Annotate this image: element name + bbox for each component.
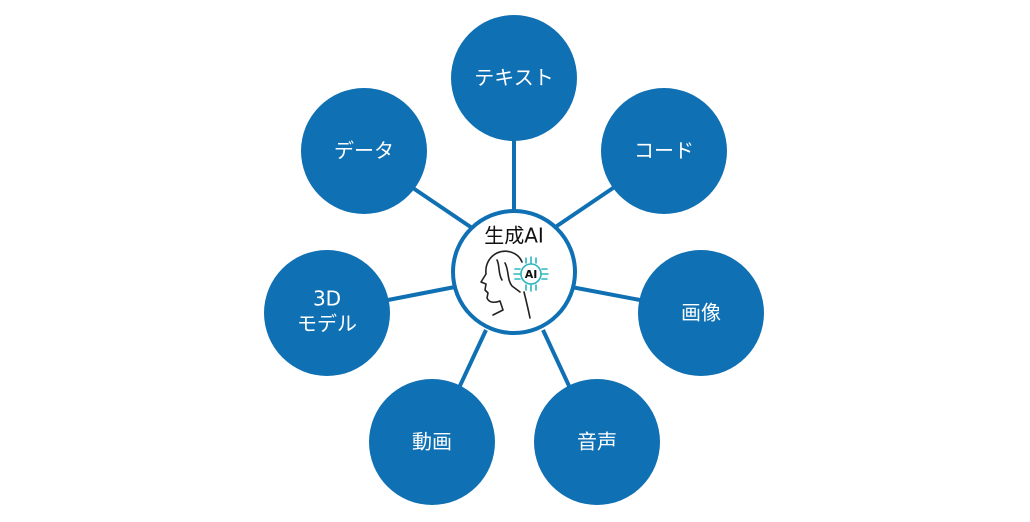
node-3dmodel-label-line1: 3D xyxy=(313,287,341,311)
node-3dmodel-label-line2: モデル xyxy=(297,312,357,336)
node-3dmodel-circle xyxy=(264,250,390,376)
center-node: 生成AI AI xyxy=(451,209,577,335)
head-inner-line xyxy=(504,262,521,293)
head-back-line xyxy=(523,291,531,319)
spokes xyxy=(387,140,641,391)
spoke-image xyxy=(565,284,641,302)
node-text-label: テキスト xyxy=(474,66,553,90)
node-code-label: コード xyxy=(634,139,694,163)
spoke-audio xyxy=(541,329,572,389)
node-audio: 音声 xyxy=(534,379,660,505)
node-video-label: 動画 xyxy=(412,430,452,454)
head-profile-outline xyxy=(480,250,523,316)
node-audio-label: 音声 xyxy=(577,430,617,454)
head-contour-line xyxy=(496,259,503,281)
chip-label: AI xyxy=(525,268,538,281)
node-data: データ xyxy=(301,88,427,214)
node-data-circle xyxy=(301,88,427,214)
node-text-circle xyxy=(451,15,577,141)
node-code-circle xyxy=(601,88,727,214)
spoke-code xyxy=(546,184,618,234)
spoke-video xyxy=(456,329,488,391)
node-code: コード xyxy=(601,88,727,214)
center-title: 生成AI xyxy=(484,224,544,248)
node-data-label: データ xyxy=(334,139,394,163)
node-video: 動画 xyxy=(369,379,495,505)
chip-ring xyxy=(520,263,542,285)
node-3dmodel: 3D モデル xyxy=(264,250,390,376)
node-audio-circle xyxy=(534,379,660,505)
center-circle xyxy=(451,209,577,335)
node-video-circle xyxy=(369,379,495,505)
node-text: テキスト xyxy=(451,15,577,141)
spoke-3dmodel xyxy=(387,284,461,302)
ai-head-icon: AI xyxy=(480,250,549,319)
node-image-label: 画像 xyxy=(681,301,721,325)
node-image: 画像 xyxy=(638,250,764,376)
ai-chip-icon: AI xyxy=(513,256,549,292)
spoke-data xyxy=(408,184,480,234)
node-image-circle xyxy=(638,250,764,376)
